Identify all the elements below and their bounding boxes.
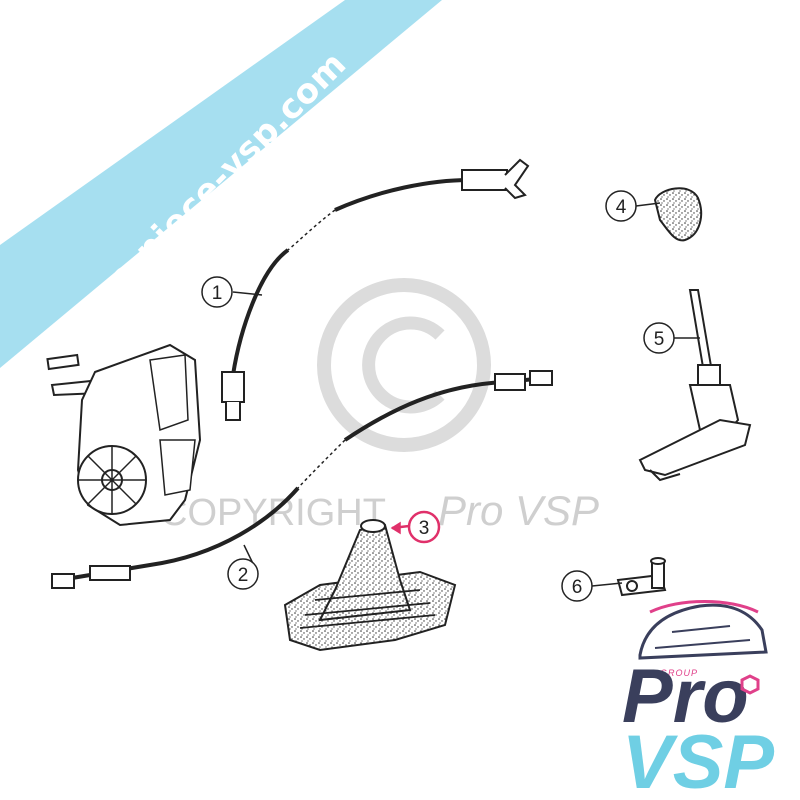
- callout-2-number: 2: [238, 565, 249, 586]
- lever-base-edge: [649, 469, 681, 482]
- lever-rod: [688, 289, 714, 375]
- leader-6: [591, 582, 623, 587]
- banner-strip: [0, 0, 442, 368]
- cable-1-lower-fitting: [221, 371, 245, 403]
- callout-3: 3: [407, 510, 441, 544]
- cable-2-upper: [343, 376, 546, 442]
- callout-3-number: 3: [419, 518, 430, 539]
- watermark-brand-text: Pro VSP: [438, 487, 599, 534]
- gearbox-bracket: [149, 354, 196, 496]
- gear-boot-part: [283, 519, 457, 652]
- logo-pro-text: Pro: [622, 654, 749, 739]
- cable-1-clip: [504, 158, 530, 200]
- cable-2-upper-tip: [529, 370, 553, 386]
- callout-2: 2: [227, 558, 259, 590]
- copyright-c: [362, 316, 445, 414]
- callout-4: 4: [605, 190, 637, 222]
- hex-nut-icon: [740, 674, 760, 695]
- logo-car-roof: [649, 600, 759, 614]
- bracket-part: [616, 557, 667, 597]
- copyright-circle: [317, 278, 491, 452]
- cable-1-end-fitting: [461, 169, 508, 191]
- cable-1-part: [221, 158, 530, 421]
- boot-folds: [299, 589, 436, 629]
- knob-shape: [653, 187, 703, 242]
- provsp-logo: GROUP Pro VSP: [622, 600, 774, 800]
- cable-2-lower-fitting: [89, 565, 131, 581]
- cable-1-lower-tip: [225, 402, 241, 421]
- callout-6-number: 6: [572, 577, 583, 598]
- cable-2-part: [51, 370, 553, 589]
- boot-collar: [360, 519, 386, 533]
- bracket-hole: [626, 580, 638, 592]
- callout-6: 6: [561, 570, 593, 602]
- logo-car-lines: [654, 625, 751, 649]
- callout-4-number: 4: [616, 197, 627, 218]
- logo-vsp-text: VSP: [622, 720, 774, 800]
- lever-joint: [697, 364, 721, 386]
- callout-5-number: 5: [654, 329, 665, 350]
- knob-part: [653, 187, 703, 242]
- logo-car-icon: [638, 603, 768, 660]
- cable-2-upper-fitting: [494, 373, 526, 391]
- cable-1-upper: [334, 178, 471, 212]
- callout-1: 1: [201, 276, 233, 308]
- cable-2-lower-tip: [51, 573, 75, 589]
- cable-2-lower: [59, 486, 300, 582]
- bracket-pin-top: [650, 557, 666, 565]
- gearbox-part: [46, 343, 202, 527]
- gear-lever-part: [638, 289, 752, 482]
- leader-3-arrow: [390, 521, 401, 535]
- leader-1: [232, 291, 263, 296]
- cable-2-dash: [297, 439, 346, 489]
- logo-group-text: GROUP: [660, 668, 698, 678]
- callout-1-number: 1: [212, 283, 223, 304]
- site-banner: pro-piece-vsp.com: [0, 0, 442, 368]
- lever-base-plate: [638, 418, 752, 477]
- copyright-watermark: COPYRIGHT Pro VSP: [160, 278, 599, 534]
- cable-1-lower: [231, 248, 290, 376]
- cable-1-dash: [287, 209, 336, 251]
- gearbox-ribs: [78, 446, 146, 514]
- leader-4: [635, 202, 661, 207]
- callout-5: 5: [643, 322, 675, 354]
- pin-part: [46, 353, 80, 371]
